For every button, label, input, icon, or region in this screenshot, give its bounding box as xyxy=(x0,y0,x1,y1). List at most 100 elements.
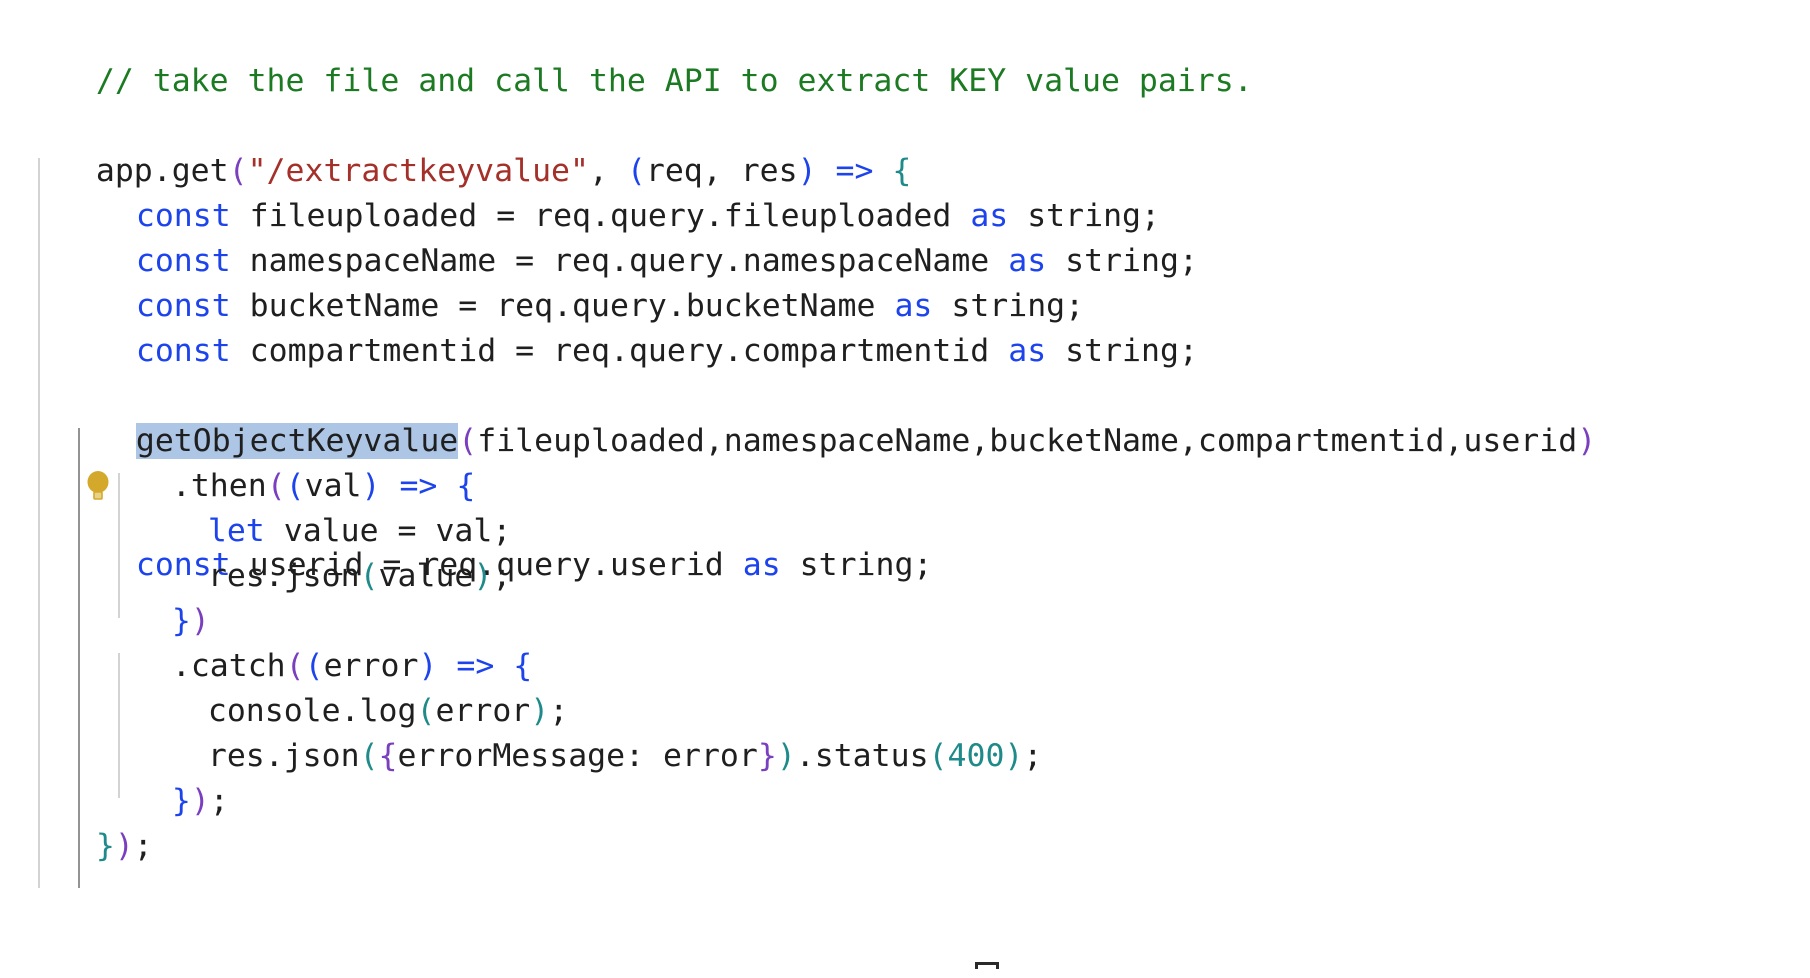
console-log-call: console.log xyxy=(207,693,417,729)
bottom-edge-artifact xyxy=(975,962,999,969)
comma: , xyxy=(588,153,627,189)
close-paren: ) xyxy=(114,828,134,864)
open-paren: ( xyxy=(458,423,478,459)
semicolon: ; xyxy=(492,558,512,594)
open-brace: { xyxy=(494,648,533,684)
arrow-operator: => xyxy=(380,468,438,504)
code-line-res-json-error[interactable]: res.json({errorMessage: error}).status(4… xyxy=(0,689,1810,774)
code-line-res-json-value[interactable]: res.json(value); xyxy=(0,509,1810,594)
declaration-body: compartmentid = req.query.compartmentid xyxy=(230,333,1009,369)
close-paren: ) xyxy=(1577,423,1597,459)
then-param: val xyxy=(304,468,362,504)
semicolon: ; xyxy=(1023,738,1043,774)
const-keyword: const xyxy=(135,333,231,369)
res-json-call: res.json xyxy=(207,558,360,594)
close-brace: } xyxy=(171,783,191,819)
callback-params: req, res xyxy=(645,153,798,189)
code-line-then[interactable]: .then((val) => { xyxy=(0,419,1810,504)
close-paren: ) xyxy=(190,603,210,639)
space xyxy=(817,153,836,189)
type-annotation: string; xyxy=(1046,333,1198,369)
code-line-close-catch[interactable]: }); xyxy=(0,734,1810,819)
const-keyword: const xyxy=(135,288,231,324)
object-open-brace: { xyxy=(378,738,398,774)
type-annotation: string; xyxy=(780,547,933,583)
selected-identifier[interactable]: getObjectKeyvalue xyxy=(135,423,459,459)
status-open-paren: ( xyxy=(928,738,948,774)
close-paren: ) xyxy=(473,558,493,594)
catch-method: .catch xyxy=(171,648,286,684)
param-close-paren: ) xyxy=(361,468,381,504)
semicolon: ; xyxy=(549,693,569,729)
lightbulb-icon[interactable] xyxy=(84,428,1810,588)
route-string: "/extractkeyvalue" xyxy=(247,153,589,189)
object-property: errorMessage: error xyxy=(397,738,758,774)
declaration-body: namespaceName = req.query.namespaceName xyxy=(230,243,1009,279)
status-close-paren: ) xyxy=(1004,738,1024,774)
as-keyword: as xyxy=(970,198,1009,234)
as-keyword: as xyxy=(1008,243,1047,279)
close-paren: ) xyxy=(776,738,796,774)
open-paren: ( xyxy=(228,153,248,189)
then-method: .then xyxy=(171,468,267,504)
type-annotation: string; xyxy=(1046,243,1198,279)
indent-guide-level-3-a xyxy=(118,473,120,618)
code-line-app-get[interactable]: app.get("/extractkeyvalue", (req, res) =… xyxy=(0,104,1810,189)
as-keyword: as xyxy=(894,288,933,324)
open-paren: ( xyxy=(359,738,379,774)
code-line-const-bucketname[interactable]: const bucketName = req.query.bucketName … xyxy=(0,239,1810,324)
call-arguments: fileuploaded,namespaceName,bucketName,co… xyxy=(477,423,1578,459)
code-line-catch[interactable]: .catch((error) => { xyxy=(0,599,1810,684)
param-open-paren: ( xyxy=(304,648,324,684)
code-line-const-userid[interactable]: const userid = req.query.userid as strin… xyxy=(0,329,1810,583)
status-method: .status xyxy=(795,738,929,774)
res-json-call: res.json xyxy=(207,738,360,774)
code-line-const-namespacename[interactable]: const namespaceName = req.query.namespac… xyxy=(0,194,1810,279)
then-open-paren: ( xyxy=(266,468,286,504)
app-get-call: app.get xyxy=(95,153,229,189)
code-line-console-log[interactable]: console.log(error); xyxy=(0,644,1810,729)
semicolon: ; xyxy=(133,828,153,864)
open-brace: { xyxy=(437,468,476,504)
object-close-brace: } xyxy=(757,738,777,774)
code-line-const-compartmentid[interactable]: const compartmentid = req.query.compartm… xyxy=(0,284,1810,369)
code-line-close-then[interactable]: }) xyxy=(0,554,1810,639)
open-paren: ( xyxy=(416,693,436,729)
const-keyword: const xyxy=(135,198,231,234)
code-line-close-route[interactable]: }); xyxy=(0,779,1810,864)
semicolon: ; xyxy=(209,783,229,819)
catch-open-paren: ( xyxy=(285,648,305,684)
param-open-paren: ( xyxy=(285,468,305,504)
type-annotation: string; xyxy=(1008,198,1160,234)
close-brace: } xyxy=(95,828,115,864)
close-paren: ) xyxy=(190,783,210,819)
code-line-getobjectkeyvalue[interactable]: getObjectKeyvalue(fileuploaded,namespace… xyxy=(0,374,1810,459)
as-keyword: as xyxy=(1008,333,1047,369)
param-close-paren: ) xyxy=(418,648,438,684)
as-keyword: as xyxy=(742,547,781,583)
arrow-operator: => xyxy=(835,153,874,189)
indent-guide-level-3-b xyxy=(118,653,120,798)
const-keyword: const xyxy=(135,243,231,279)
declaration-body: userid = req.query.userid xyxy=(230,547,743,583)
args-open-paren: ( xyxy=(626,153,646,189)
open-paren: ( xyxy=(359,558,379,594)
args-close-paren: ) xyxy=(797,153,817,189)
catch-param: error xyxy=(323,648,419,684)
indent-guide-level-2-active xyxy=(78,428,80,888)
open-brace: { xyxy=(873,153,912,189)
code-line-let-value[interactable]: let value = val; xyxy=(0,464,1810,549)
json-argument: value xyxy=(378,558,474,594)
declaration-body: bucketName = req.query.bucketName xyxy=(230,288,895,324)
code-line-comment[interactable]: // take the file and call the API to ext… xyxy=(0,14,1810,99)
code-line-const-fileuploaded[interactable]: const fileuploaded = req.query.fileuploa… xyxy=(0,149,1810,234)
indent-guide-level-1 xyxy=(38,158,40,888)
close-paren: ) xyxy=(530,693,550,729)
comment-text: // take the file and call the API to ext… xyxy=(95,63,1253,99)
const-keyword: const xyxy=(135,547,231,583)
arrow-operator: => xyxy=(437,648,495,684)
close-brace: } xyxy=(171,603,191,639)
declaration-body: value = val; xyxy=(264,513,512,549)
let-keyword: let xyxy=(207,513,265,549)
